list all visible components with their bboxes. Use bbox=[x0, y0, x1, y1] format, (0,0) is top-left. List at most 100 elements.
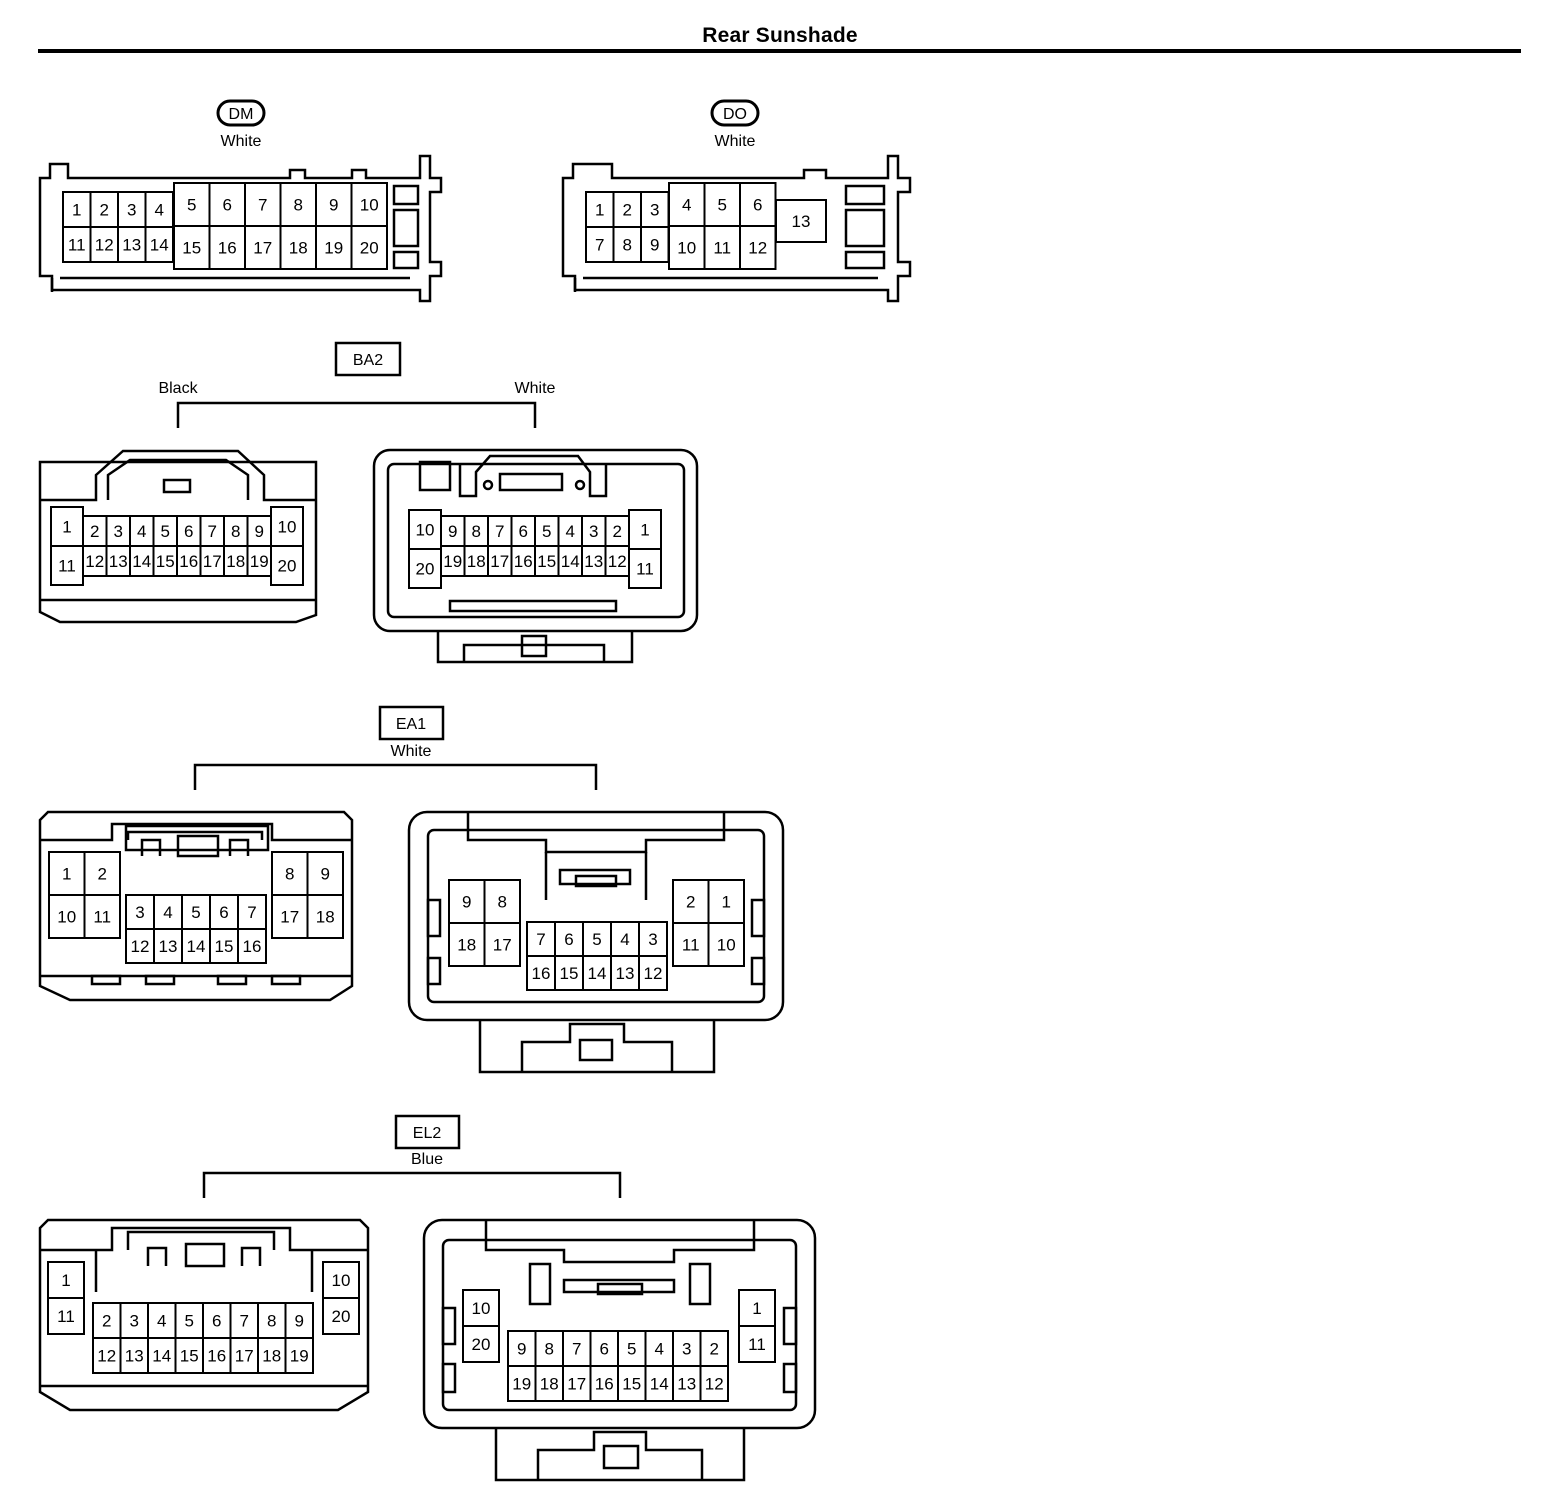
pin-cavity bbox=[147, 1302, 177, 1339]
connector-code: DM bbox=[229, 106, 254, 123]
pin-number: 18 bbox=[540, 1375, 559, 1394]
pin-number: 6 bbox=[219, 903, 228, 922]
connector-color: White bbox=[221, 133, 262, 150]
pin-number: 14 bbox=[150, 236, 169, 255]
connector-code-box bbox=[334, 341, 402, 377]
pin-number: 7 bbox=[595, 236, 604, 255]
pin-cavity bbox=[703, 225, 741, 270]
pin-number: 1 bbox=[640, 521, 649, 540]
pin-number: 8 bbox=[267, 1312, 276, 1331]
pin-cavity bbox=[617, 1365, 647, 1402]
pin-number: 7 bbox=[240, 1312, 249, 1331]
pin-number: 18 bbox=[262, 1347, 281, 1366]
pin-cavity bbox=[668, 182, 706, 227]
pin-cavity bbox=[270, 506, 304, 547]
pin-number: 11 bbox=[57, 1307, 75, 1326]
pin-number: 14 bbox=[152, 1347, 171, 1366]
pin-number: 8 bbox=[294, 196, 303, 215]
pair-bracket bbox=[202, 1171, 622, 1198]
pin-number: 13 bbox=[616, 964, 635, 983]
pin-number: 6 bbox=[223, 196, 232, 215]
pin-number: 13 bbox=[159, 937, 178, 956]
pin-cavity bbox=[738, 1325, 776, 1363]
pin-number: 11 bbox=[748, 1335, 766, 1354]
pin-number: 10 bbox=[332, 1271, 351, 1290]
pin-number: 2 bbox=[623, 201, 632, 220]
pin-number: 1 bbox=[72, 201, 81, 220]
pin-number: 8 bbox=[498, 893, 507, 912]
pin-number: 1 bbox=[62, 865, 71, 884]
pin-number: 18 bbox=[457, 936, 476, 955]
pin-number: 12 bbox=[85, 552, 104, 571]
pin-number: 6 bbox=[184, 522, 193, 541]
pin-cavity bbox=[306, 851, 344, 896]
pin-cavity bbox=[153, 928, 183, 964]
pin-cavity bbox=[554, 955, 584, 991]
pin-number: 20 bbox=[332, 1307, 351, 1326]
pin-number: 15 bbox=[560, 964, 579, 983]
pin-number: 12 bbox=[644, 964, 663, 983]
pin-number: 12 bbox=[608, 552, 627, 571]
pin-number: 10 bbox=[416, 521, 435, 540]
pin-number: 3 bbox=[648, 930, 657, 949]
connector-code: DO bbox=[723, 106, 747, 123]
left-connector-housing bbox=[38, 449, 318, 624]
pin-cavity bbox=[408, 548, 442, 589]
pin-number: 6 bbox=[212, 1312, 221, 1331]
pin-cavity bbox=[270, 545, 304, 586]
pin-number: 5 bbox=[191, 903, 200, 922]
pin-number: 5 bbox=[542, 522, 551, 541]
pin-number: 7 bbox=[536, 930, 545, 949]
pin-number: 16 bbox=[179, 552, 198, 571]
left-connector-housing bbox=[38, 1218, 370, 1412]
pin-cavity bbox=[125, 894, 155, 930]
pin-number: 4 bbox=[155, 201, 164, 220]
pin-number: 1 bbox=[62, 518, 71, 537]
pin-number: 3 bbox=[130, 1312, 139, 1331]
pin-number: 13 bbox=[792, 212, 811, 231]
connector-color: White bbox=[391, 743, 432, 760]
pin-number: 6 bbox=[519, 522, 528, 541]
pin-number: 4 bbox=[157, 1312, 166, 1331]
pin-number: 13 bbox=[109, 552, 128, 571]
connector-code: EL2 bbox=[413, 1125, 442, 1142]
pin-cavity bbox=[125, 928, 155, 964]
pin-number: 1 bbox=[61, 1271, 70, 1290]
pin-number: 12 bbox=[97, 1347, 116, 1366]
pin-cavity bbox=[202, 1337, 232, 1374]
pin-number: 19 bbox=[324, 239, 343, 258]
connector-code: EA1 bbox=[396, 716, 426, 733]
pin-cavity bbox=[699, 1365, 729, 1402]
pin-cavity bbox=[117, 226, 147, 263]
pin-number: 2 bbox=[100, 201, 109, 220]
connector-code-badge bbox=[710, 99, 760, 127]
pin-number: 2 bbox=[102, 1312, 111, 1331]
pin-cavity bbox=[144, 226, 174, 263]
pin-cavity bbox=[284, 1337, 314, 1374]
pin-number: 14 bbox=[187, 937, 206, 956]
pair-bracket bbox=[176, 401, 537, 428]
pin-number: 20 bbox=[416, 560, 435, 579]
pin-number: 13 bbox=[677, 1375, 696, 1394]
title-rule bbox=[38, 49, 1521, 53]
connector-color: Blue bbox=[411, 1151, 443, 1168]
pin-number: 2 bbox=[90, 522, 99, 541]
right-connector-housing bbox=[422, 1218, 817, 1482]
pin-number: 15 bbox=[622, 1375, 641, 1394]
pin-number: 1 bbox=[722, 893, 731, 912]
pin-number: 17 bbox=[203, 552, 222, 571]
pin-number: 12 bbox=[748, 239, 767, 258]
left-connector-color: Black bbox=[158, 380, 198, 397]
pin-cavity bbox=[589, 1365, 619, 1402]
pin-number: 9 bbox=[462, 893, 471, 912]
pin-cavity bbox=[284, 1302, 314, 1339]
pin-number: 20 bbox=[360, 239, 379, 258]
pin-cavity bbox=[448, 879, 486, 924]
pin-cavity bbox=[350, 182, 388, 227]
pin-cavity bbox=[610, 955, 640, 991]
pin-number: 17 bbox=[493, 936, 512, 955]
